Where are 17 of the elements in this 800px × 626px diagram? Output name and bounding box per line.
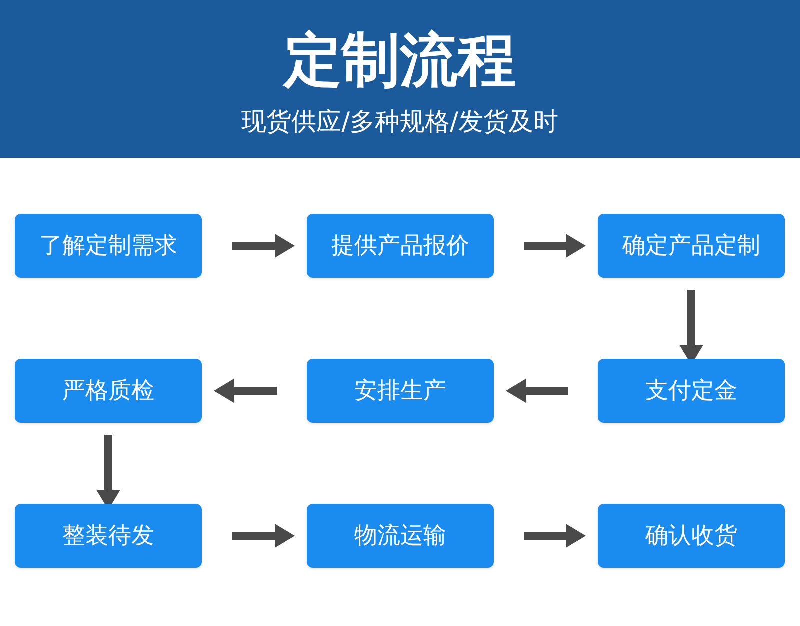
arrow [524, 524, 586, 548]
arrow [232, 234, 295, 258]
process-box: 确定产品定制 [598, 214, 785, 278]
process-box: 支付定金 [598, 359, 785, 423]
title: 定制流程 [282, 25, 517, 96]
arrow [232, 524, 295, 548]
subtitle: 现货供应/多种规格/发货及时 [240, 106, 560, 138]
process-box: 安排生产 [307, 359, 494, 423]
arrow [524, 234, 586, 258]
process-box: 提供产品报价 [307, 214, 494, 278]
arrow [506, 379, 568, 403]
process-box: 确认收货 [598, 504, 785, 568]
process-box: 整装待发 [15, 504, 202, 568]
process-box: 严格质检 [15, 359, 202, 423]
process-box: 物流运输 [307, 504, 494, 568]
arrow [214, 379, 277, 403]
process-box: 了解定制需求 [15, 214, 202, 278]
